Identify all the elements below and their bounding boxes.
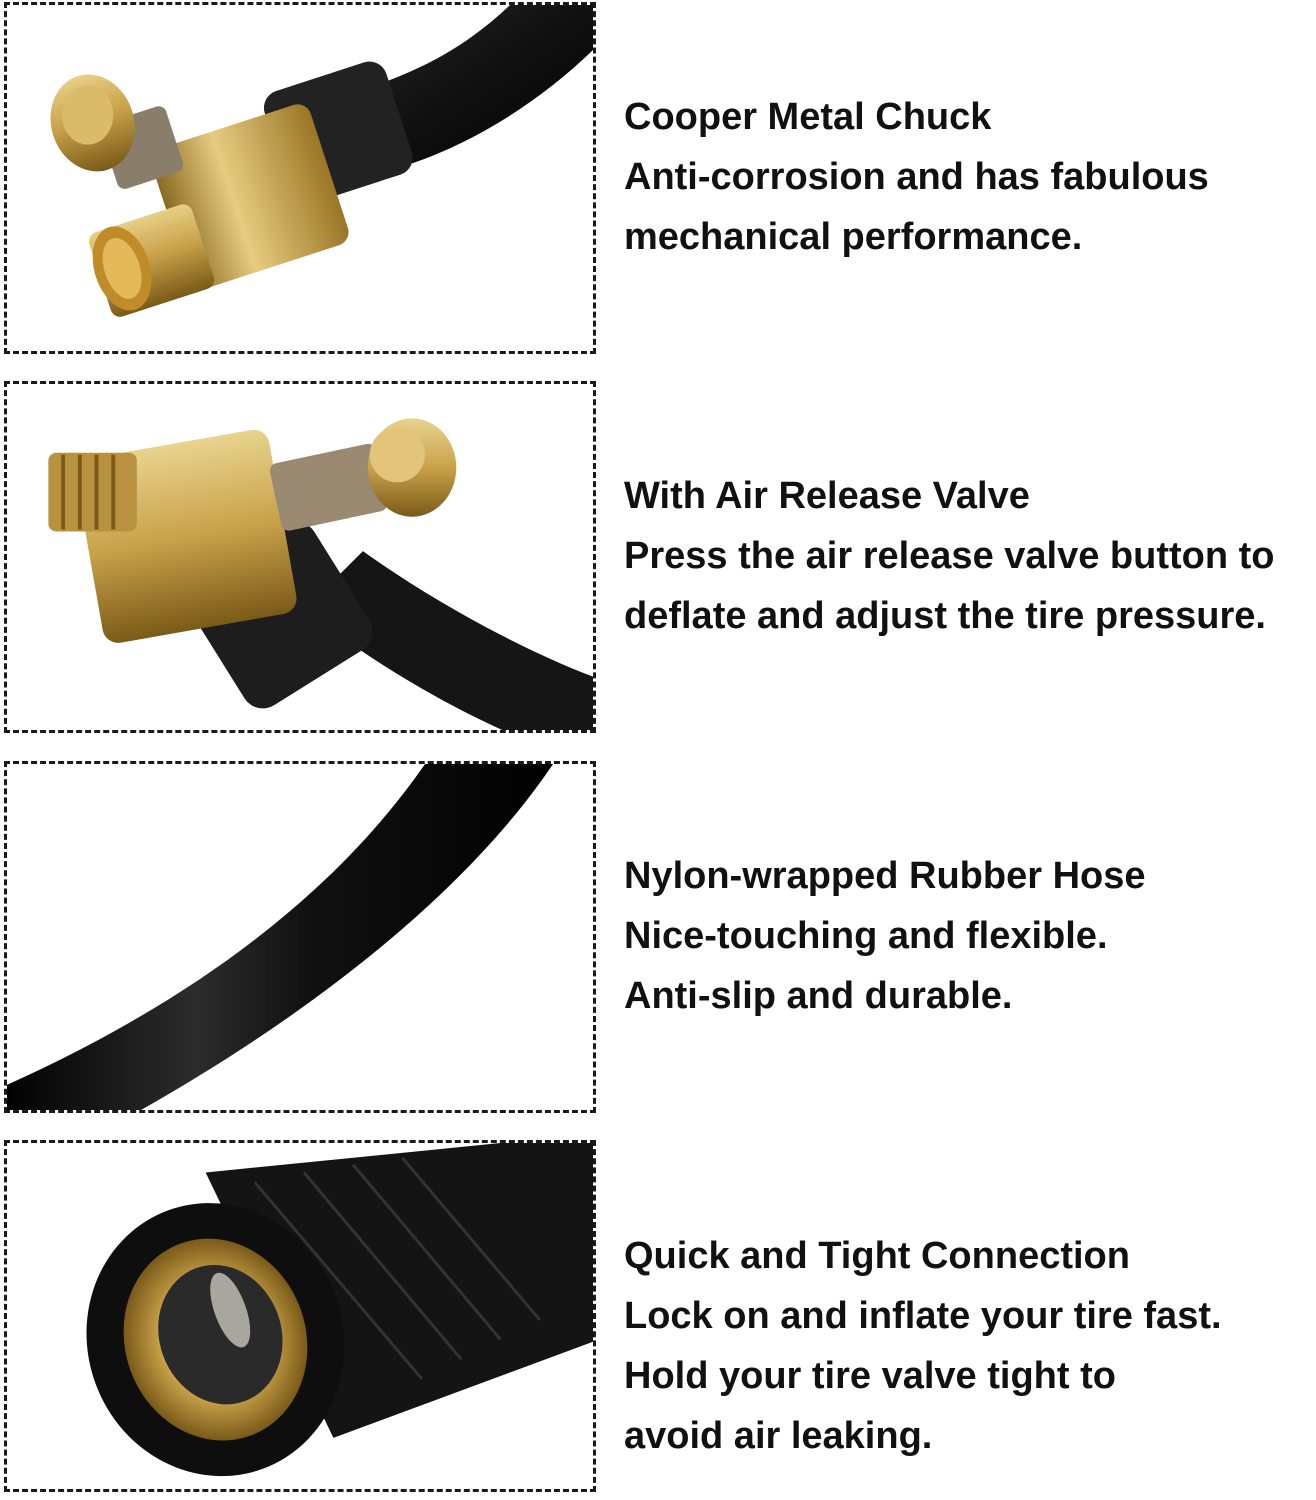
threaded-connector-icon [86, 1143, 593, 1477]
feature-desc: avoid air leaking. [624, 1415, 933, 1457]
feature-title: Cooper Metal Chuck [624, 96, 992, 138]
feature-desc: deflate and adjust the tire pressure. [624, 595, 1266, 637]
feature-title: Quick and Tight Connection [624, 1235, 1130, 1277]
feature-title: Nylon-wrapped Rubber Hose [624, 855, 1146, 897]
feature-desc: Anti-slip and durable. [624, 975, 1013, 1017]
feature-release-valve: With Air Release Valve Press the air rel… [624, 466, 1314, 646]
feature-title: With Air Release Valve [624, 475, 1030, 517]
feature-desc: Anti-corrosion and has fabulous [624, 156, 1209, 198]
feature-desc: Hold your tire valve tight to [624, 1355, 1116, 1397]
feature-chuck: Cooper Metal Chuck Anti-corrosion and ha… [624, 87, 1314, 267]
rubber-hose-icon [7, 764, 553, 1110]
brass-chuck-icon [50, 5, 593, 317]
feature-connection: Quick and Tight Connection Lock on and i… [624, 1226, 1314, 1466]
product-image-connector [4, 1140, 596, 1492]
feature-desc: Press the air release valve button to [624, 535, 1275, 577]
feature-desc: mechanical performance. [624, 216, 1083, 258]
product-image-hose [4, 761, 596, 1113]
product-image-release-valve [4, 381, 596, 733]
air-release-valve-icon [48, 418, 593, 730]
product-image-chuck [4, 2, 596, 354]
feature-desc: Lock on and inflate your tire fast. [624, 1295, 1222, 1337]
feature-desc: Nice-touching and flexible. [624, 915, 1108, 957]
feature-hose: Nylon-wrapped Rubber Hose Nice-touching … [624, 846, 1314, 1026]
